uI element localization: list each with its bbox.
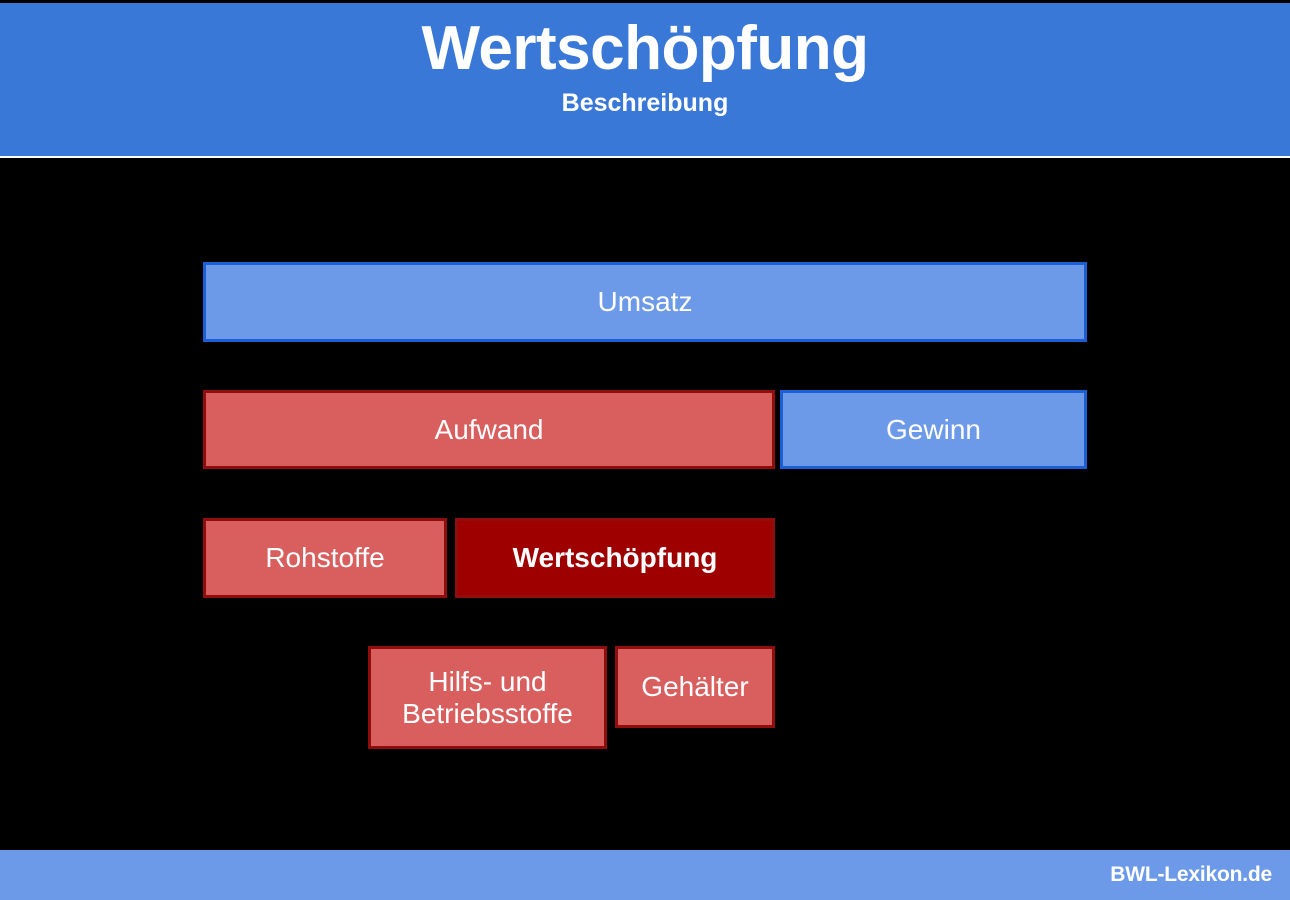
diagram-box-umsatz: Umsatz [203,262,1087,342]
diagram-box-wertschoepfung: Wertschöpfung [455,518,775,598]
footer-brand-label: BWL-Lexikon.de [1110,863,1272,886]
diagram-canvas: Umsatz Aufwand Gewinn Rohstoffe Wertschö… [0,160,1290,850]
page-header: Wertschöpfung Beschreibung [0,3,1290,158]
diagram-box-rohstoffe: Rohstoffe [203,518,447,598]
diagram-box-aufwand: Aufwand [203,390,775,469]
page-subtitle: Beschreibung [561,89,729,118]
page-footer: BWL-Lexikon.de [0,850,1290,900]
diagram-box-gewinn: Gewinn [780,390,1087,469]
diagram-box-hilfs-und-betriebsstoffe: Hilfs- und Betriebsstoffe [368,646,607,749]
diagram-box-gehaelter: Gehälter [615,646,775,728]
page-title: Wertschöpfung [421,14,870,83]
